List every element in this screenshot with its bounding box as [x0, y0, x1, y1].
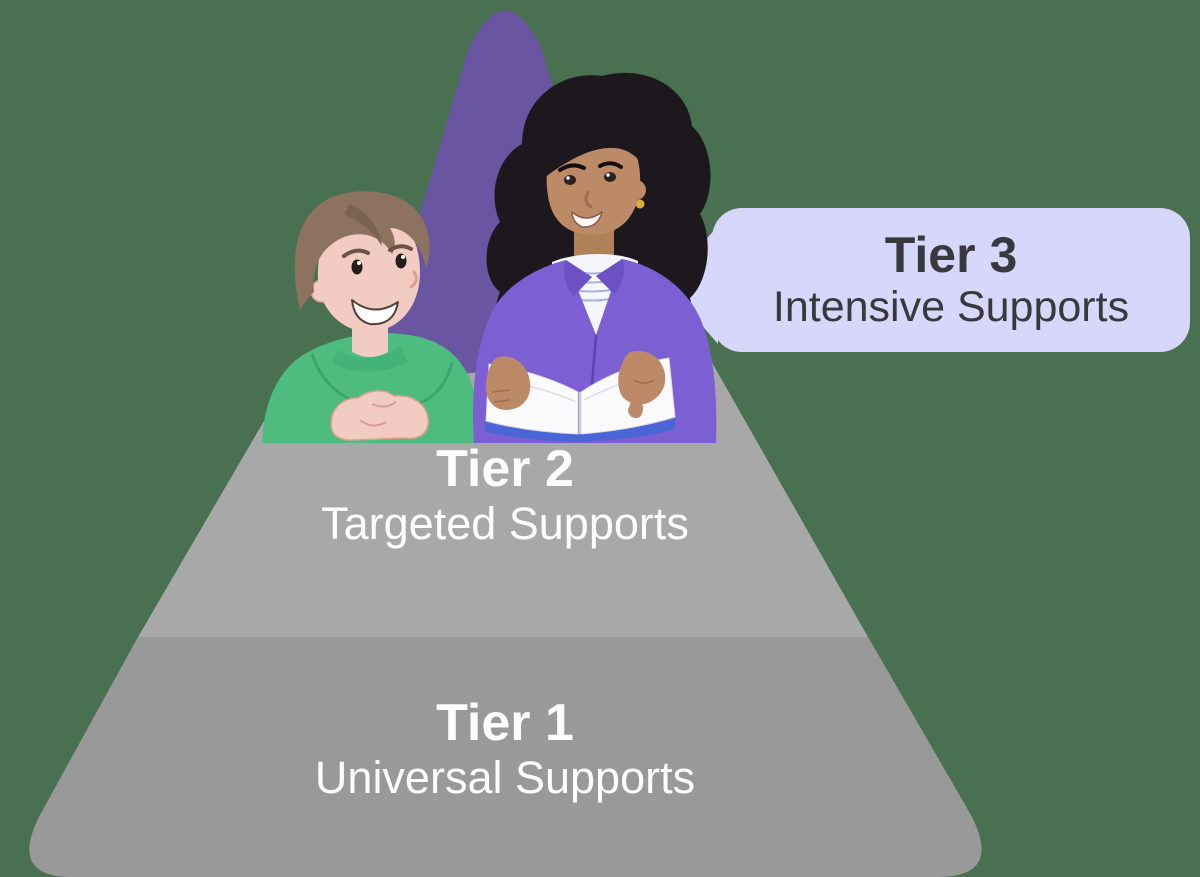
boy-collar [332, 346, 408, 372]
teacher-eye-glint-left [566, 176, 570, 180]
teacher-earring [635, 199, 645, 209]
boy-finger-line-1 [359, 419, 387, 427]
teacher-lapel-right [596, 259, 624, 294]
teacher-eye-glint-right [606, 173, 610, 177]
boy-eyebrow-left [342, 248, 370, 258]
boy-smiling-mouth [351, 299, 399, 326]
teacher-lapel-left [564, 260, 592, 296]
tier2-subtitle: Targeted Supports [321, 498, 689, 549]
tier2-title: Tier 2 [436, 440, 574, 498]
boy-hair [294, 191, 430, 310]
student-boy-illustration [262, 191, 481, 443]
boy-finger-line-2 [371, 401, 397, 408]
teacher-jacket-zipper [590, 334, 598, 386]
teacher-smiling-mouth [571, 211, 603, 228]
boy-eye-glint-right [401, 255, 405, 259]
teacher-hand-left [486, 356, 531, 410]
boy-folded-hands [330, 390, 429, 441]
tier3-subtitle: Intensive Supports [772, 283, 1130, 331]
teacher-hair-fringe [544, 117, 649, 178]
boy-eye-glint-left [357, 261, 361, 265]
tier3-callout-label: Tier 3 Intensive Supports [712, 208, 1190, 352]
teacher-hand-right [618, 350, 666, 405]
teacher-hand-left-fingers [491, 389, 511, 403]
open-book-illustration [484, 350, 676, 442]
tier1-title: Tier 1 [436, 694, 574, 752]
tier1-subtitle: Universal Supports [314, 752, 696, 803]
book-cover [484, 418, 676, 442]
callout-body [712, 208, 1190, 352]
teacher-eyebrow-right [598, 161, 623, 169]
teacher-eyebrow-left [558, 163, 586, 172]
tier2-label: Tier 2 Targeted Supports [321, 440, 689, 550]
boy-nose [409, 270, 418, 289]
tier1-band [29, 637, 982, 877]
teacher-eye-right [604, 172, 616, 182]
tier1-label: Tier 1 Universal Supports [315, 694, 695, 804]
boy-hair-strand [344, 204, 382, 246]
boy-eyebrow-right [388, 244, 413, 252]
teacher-hand-right-knuckles [633, 379, 655, 384]
boy-eye-left [351, 259, 363, 275]
tier3-title: Tier 3 [884, 227, 1018, 283]
teacher-pointing-finger [628, 398, 643, 419]
teacher-eye-left [564, 175, 576, 185]
boy-eye-right [395, 253, 407, 269]
teacher-nose [584, 190, 593, 209]
